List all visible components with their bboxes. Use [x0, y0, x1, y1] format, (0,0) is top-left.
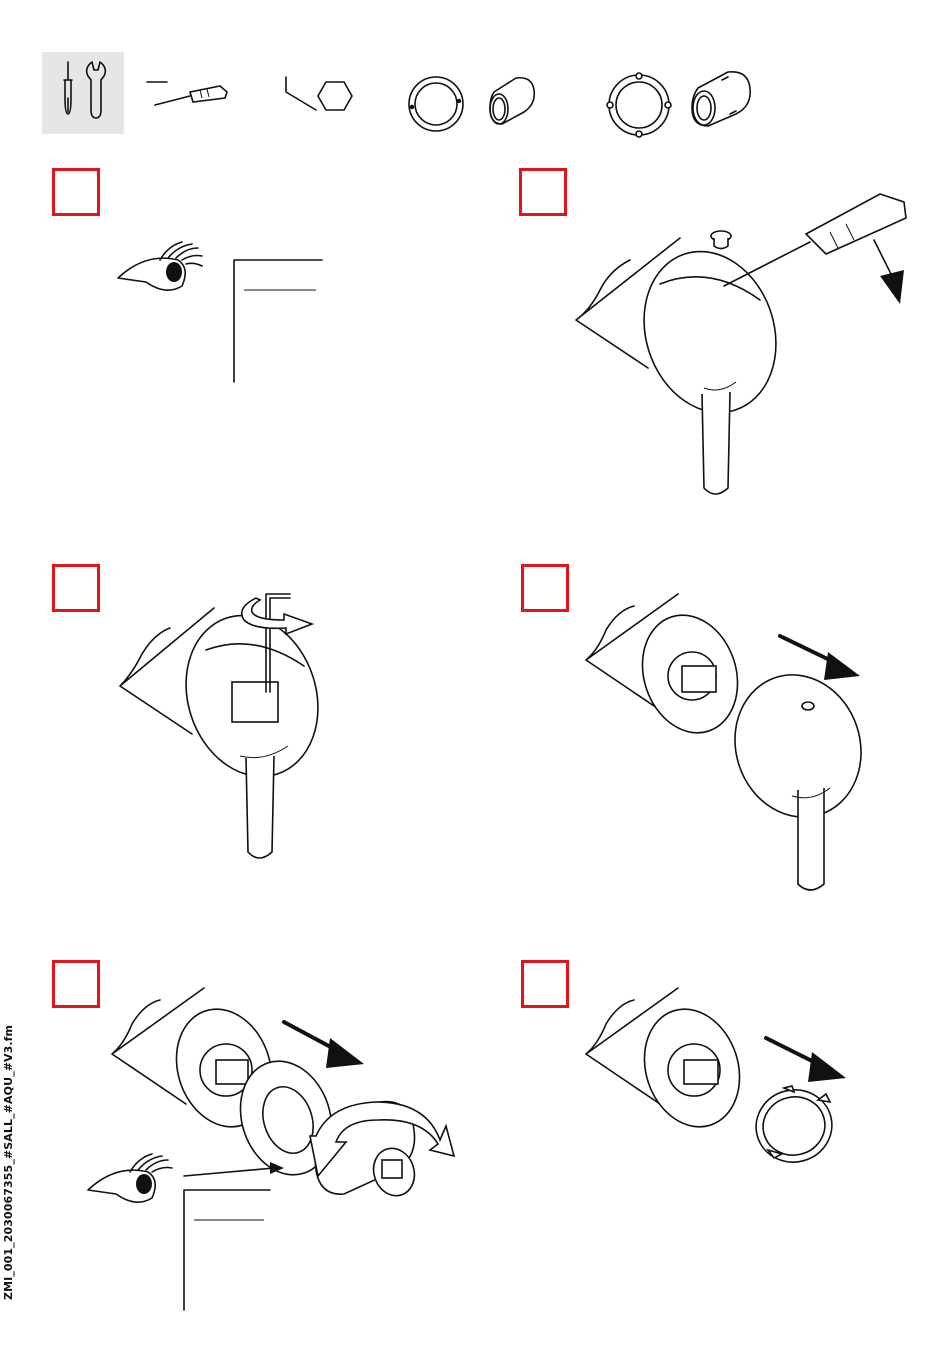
rotate-arrow-icon-step5 — [306, 1096, 456, 1206]
step-2-box — [519, 168, 567, 216]
arrow-down-right-icon-step6 — [762, 1032, 852, 1092]
ring-icon — [406, 74, 466, 134]
tools-panel — [42, 52, 124, 134]
screwdriver-icon — [720, 188, 890, 288]
arrow-down-right-icon-step4 — [776, 630, 866, 690]
sleeve-icon — [484, 72, 544, 132]
notched-sleeve-icon — [686, 66, 758, 132]
plug-cap-icon — [707, 228, 737, 258]
hex-key-icon — [282, 72, 362, 117]
notched-ring-icon-step6 — [748, 1080, 848, 1170]
mixer-body-step6 — [580, 984, 760, 1134]
screwdriver-wrench-icon — [42, 52, 124, 134]
note-bracket-step5 — [180, 1186, 280, 1316]
handle-removed — [730, 670, 900, 900]
arrow-down-right-icon-step5 — [280, 1016, 370, 1076]
step-4-box — [521, 564, 569, 612]
note-bracket — [230, 256, 330, 386]
step-3-box — [52, 564, 100, 612]
rotate-arrow-icon — [226, 588, 326, 648]
step-5-box — [52, 960, 100, 1008]
step-1-box — [52, 168, 100, 216]
flat-screwdriver-icon — [145, 72, 235, 112]
step-6-box — [521, 960, 569, 1008]
notched-ring-icon — [606, 72, 672, 138]
file-reference-label: ZMI_001_2030067355_#SALL_#AQU_#V3.fm — [2, 1025, 15, 1300]
arrow-down-right-icon — [870, 236, 920, 306]
eye-icon-step5 — [86, 1138, 186, 1208]
eye-icon — [116, 238, 216, 298]
